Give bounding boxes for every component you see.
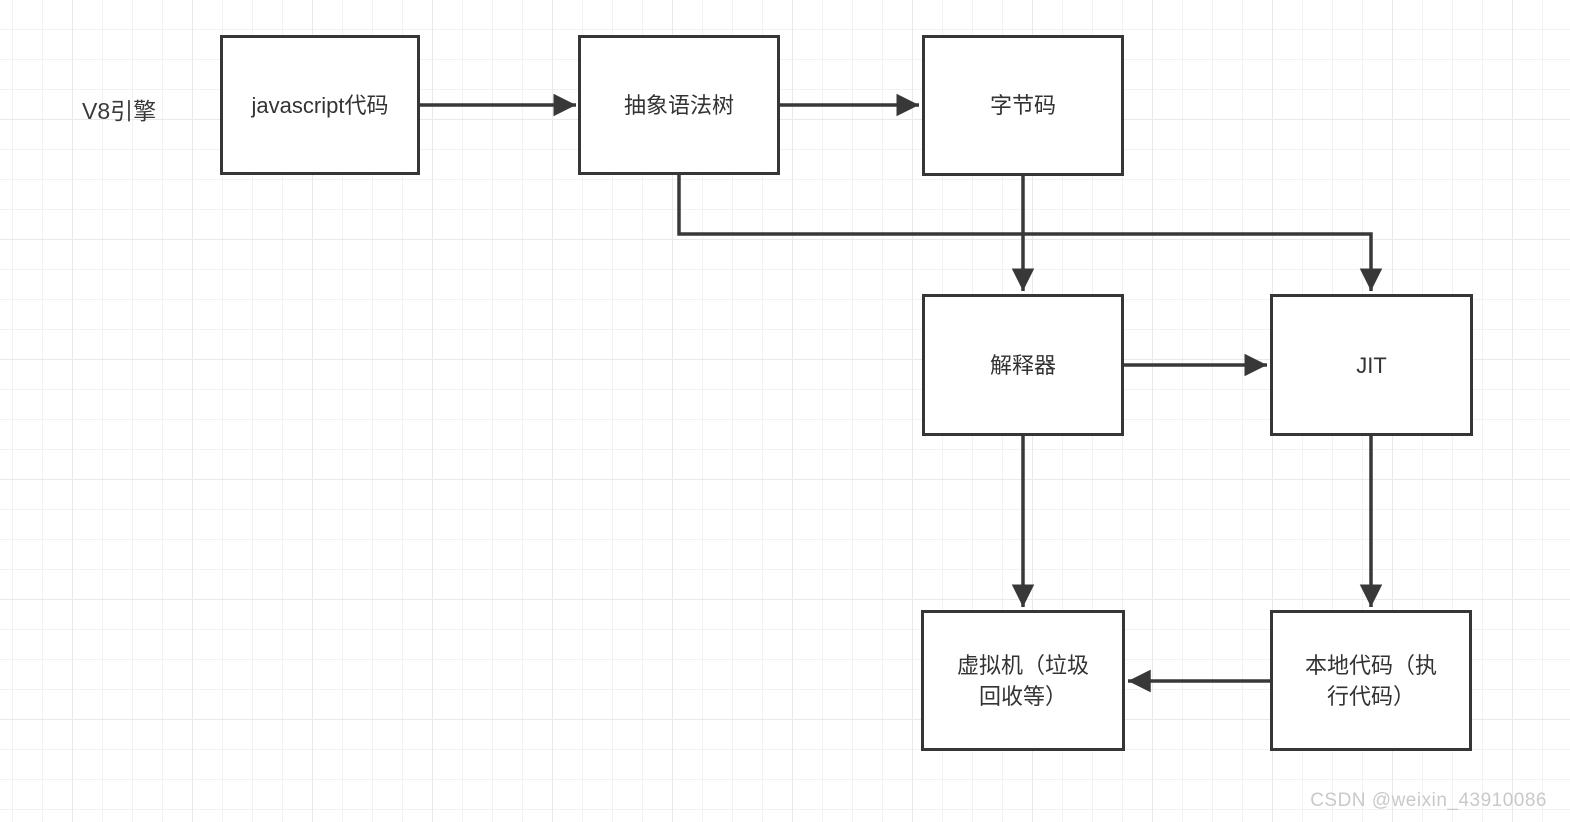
edge-ast-to-jit [677, 175, 1383, 291]
node-virtual-machine-label: 虚拟机（垃圾回收等） [956, 652, 1089, 709]
node-jit-label: JIT [1356, 352, 1387, 378]
node-javascript-code: javascript代码 [220, 35, 420, 175]
node-virtual-machine: 虚拟机（垃圾回收等） [921, 610, 1125, 751]
node-bytecode-label: 字节码 [989, 93, 1056, 118]
node-native-code-label: 本地代码（执行代码） [1304, 652, 1437, 709]
diagram-title: V8引擎 [82, 98, 157, 124]
node-interpreter: 解释器 [922, 294, 1124, 436]
node-javascript-code-label: javascript代码 [251, 92, 389, 118]
node-bytecode: 字节码 [922, 35, 1124, 176]
node-abstract-syntax-tree-label: 抽象语法树 [623, 92, 734, 118]
node-jit: JIT [1270, 294, 1473, 436]
watermark: CSDN @weixin_43910086 [1310, 790, 1547, 811]
node-native-code: 本地代码（执行代码） [1270, 610, 1472, 751]
node-interpreter-label: 解释器 [989, 352, 1056, 378]
node-abstract-syntax-tree: 抽象语法树 [578, 35, 780, 175]
